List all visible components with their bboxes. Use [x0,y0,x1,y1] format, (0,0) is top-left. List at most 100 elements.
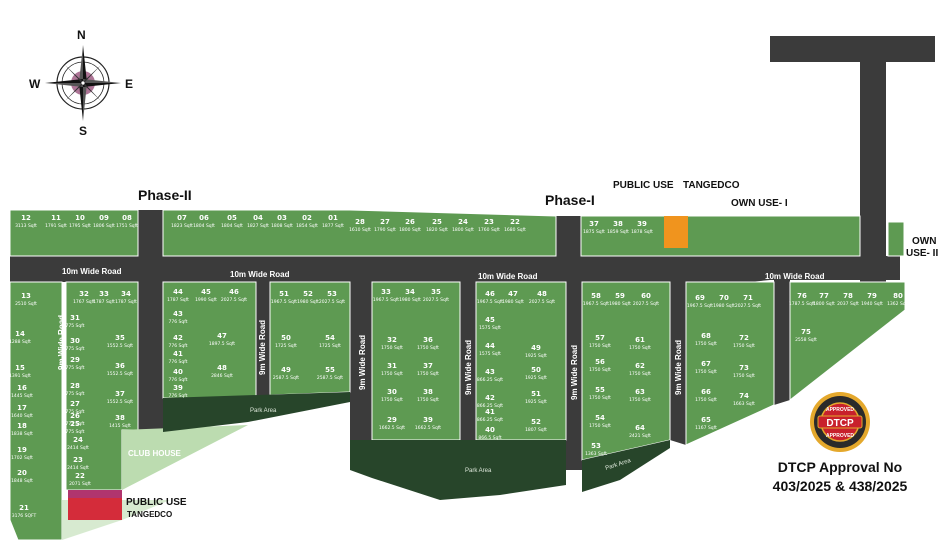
plot-top-strip-07[interactable]: 071823 Sqft [171,214,193,229]
plot-block-e-37[interactable]: 371750 Sqft [417,362,439,377]
plot-phase1-top-37[interactable]: 371875 Sqft [583,220,605,235]
plot-block-d-53[interactable]: 532027.5 Sqft [319,290,345,305]
plot-block-f-50[interactable]: 501925 Sqft [525,366,547,381]
plot-block-e-30[interactable]: 301750 Sqft [381,388,403,403]
plot-block-b-36[interactable]: 361552.5 Sqft [107,362,133,377]
plot-block-b-33[interactable]: 331787 Sqft [93,290,115,305]
plot-block-c-43[interactable]: 43776 Sqft [168,310,187,325]
plot-top-strip-12[interactable]: 123113 Sqft [15,214,37,229]
plot-block-e-29[interactable]: 291662.5 Sqft [379,416,405,431]
plot-top-strip-02[interactable]: 021854 Sqft [296,214,318,229]
plot-block-h-71[interactable]: 712027.5 Sqft [735,294,761,309]
plot-block-i-75[interactable]: 752558 Sqft [795,328,817,343]
plot-phase1-top-39[interactable]: 391878 Sqft [631,220,653,235]
plot-block-b-37[interactable]: 371552.5 Sqft [107,390,133,405]
plot-top-strip-08[interactable]: 081751 Sqft [116,214,138,229]
plot-block-d-54[interactable]: 541725 Sqft [319,334,341,349]
plot-block-f-49[interactable]: 491925 Sqft [525,344,547,359]
plot-block-f-43[interactable]: 43866.25 Sqft [477,368,503,383]
plot-block-a-18[interactable]: 181838 Sqft [11,422,33,437]
plot-block-c-45[interactable]: 451990 Sqft [195,288,217,303]
plot-block-b-29[interactable]: 29775 Sqft [65,356,84,371]
plot-block-g-53[interactable]: 531363 Sqft [585,442,607,457]
plot-block-e-39[interactable]: 391662.5 Sqft [415,416,441,431]
plot-block-h-72[interactable]: 721750 Sqft [733,334,755,349]
plot-block-b-22[interactable]: 222071 Sqft [69,472,91,487]
plot-block-f-46[interactable]: 461967.5 Sqft [477,290,503,305]
plot-block-a-20[interactable]: 201848 Sqft [11,469,33,484]
plot-block-e-33[interactable]: 331967.5 Sqft [373,288,399,303]
plot-block-g-55[interactable]: 551750 Sqft [589,386,611,401]
plot-top-strip-11[interactable]: 111791 Sqft [45,214,67,229]
plot-block-g-57[interactable]: 571750 Sqft [589,334,611,349]
plot-block-g-62[interactable]: 621750 Sqft [629,362,651,377]
plot-block-b-31[interactable]: 31775 Sqft [65,314,84,329]
plot-block-c-47[interactable]: 471897.5 Sqft [209,332,235,347]
plot-block-b-27[interactable]: 27775 Sqft [65,400,84,415]
plot-block-g-64[interactable]: 642421 Sqft [629,424,651,439]
plot-block-e-32[interactable]: 321750 Sqft [381,336,403,351]
plot-block-h-69[interactable]: 691967.5 Sqft [687,294,713,309]
plot-top-strip-10[interactable]: 101795 Sqft [69,214,91,229]
plot-block-d-49[interactable]: 492587.5 Sqft [273,366,299,381]
plot-block-e-38[interactable]: 381750 Sqft [417,388,439,403]
plot-block-c-48[interactable]: 482846 Sqft [211,364,233,379]
plot-block-h-67[interactable]: 671750 Sqft [695,360,717,375]
plot-block-b-32[interactable]: 321767 Sqft [73,290,95,305]
plot-block-g-54[interactable]: 541750 Sqft [589,414,611,429]
plot-block-a-21[interactable]: 213176 SQFT [12,504,37,519]
plot-block-d-52[interactable]: 521980 Sqft [297,290,319,305]
plot-block-c-39[interactable]: 39776 Sqft [168,384,187,399]
plot-block-a-15[interactable]: 151391 Sqft [9,364,31,379]
plot-block-c-41[interactable]: 41776 Sqft [168,350,187,365]
plot-block-h-66[interactable]: 661750 Sqft [695,388,717,403]
plot-top-strip-03[interactable]: 031808 Sqft [271,214,293,229]
plot-block-a-16[interactable]: 161445 Sqft [11,384,33,399]
plot-block-e-31[interactable]: 311750 Sqft [381,362,403,377]
plot-block-f-40[interactable]: 40866.5 Sqft [478,426,502,441]
plot-top-strip-06[interactable]: 061804 Sqft [193,214,215,229]
plot-block-b-34[interactable]: 341787 Sqft [115,290,137,305]
plot-top-strip-26[interactable]: 261800 Sqft [399,218,421,233]
plot-top-strip-28[interactable]: 281610 Sqft [349,218,371,233]
plot-block-f-41[interactable]: 41866.25 Sqft [477,408,503,423]
plot-block-b-38[interactable]: 381415 Sqft [109,414,131,429]
plot-block-a-13[interactable]: 132510 Sqft [15,292,37,307]
plot-top-strip-05[interactable]: 051804 Sqft [221,214,243,229]
plot-block-g-56[interactable]: 561750 Sqft [589,358,611,373]
plot-block-b-30[interactable]: 30775 Sqft [65,337,84,352]
plot-block-d-50[interactable]: 501725 Sqft [275,334,297,349]
plot-block-i-80[interactable]: 801362 Sqft [887,292,909,307]
plot-block-f-47[interactable]: 471980 Sqft [502,290,524,305]
plot-block-e-35[interactable]: 352027.5 Sqft [423,288,449,303]
plot-block-h-68[interactable]: 681750 Sqft [695,332,717,347]
plot-top-strip-25[interactable]: 251820 Sqft [426,218,448,233]
plot-block-c-46[interactable]: 462027.5 Sqft [221,288,247,303]
plot-block-b-25[interactable]: 25775 Sqft [65,420,84,435]
plot-top-strip-27[interactable]: 271790 Sqft [374,218,396,233]
plot-block-h-74[interactable]: 741663 Sqft [733,392,755,407]
plot-block-g-59[interactable]: 591980 Sqft [609,292,631,307]
plot-block-b-26[interactable]: 26775 Sqft [65,412,84,427]
plot-block-a-14[interactable]: 141288 Sqft [9,330,31,345]
plot-block-f-44[interactable]: 441575 Sqft [479,342,501,357]
plot-block-a-17[interactable]: 171640 Sqft [11,404,33,419]
plot-block-e-34[interactable]: 341980 Sqft [399,288,421,303]
plot-block-d-51[interactable]: 511967.5 Sqft [271,290,297,305]
plot-block-i-78[interactable]: 782037 Sqft [837,292,859,307]
plot-top-strip-01[interactable]: 011877 Sqft [322,214,344,229]
plot-block-b-28[interactable]: 28775 Sqft [65,382,84,397]
plot-block-d-55[interactable]: 552587.5 Sqft [317,366,343,381]
plot-block-e-36[interactable]: 361750 Sqft [417,336,439,351]
plot-block-i-77[interactable]: 771800 Sqft [813,292,835,307]
plot-block-g-63[interactable]: 631750 Sqft [629,388,651,403]
plot-block-i-76[interactable]: 761787.5 Sqft [789,292,815,307]
plot-block-b-23[interactable]: 232414 Sqft [67,456,89,471]
plot-block-g-60[interactable]: 602027.5 Sqft [633,292,659,307]
plot-block-g-61[interactable]: 611750 Sqft [629,336,651,351]
plot-top-strip-04[interactable]: 041827 Sqft [247,214,269,229]
plot-block-f-42[interactable]: 42866.25 Sqft [477,394,503,409]
plot-block-f-45[interactable]: 451575 Sqft [479,316,501,331]
plot-block-f-52[interactable]: 521807 Sqft [525,418,547,433]
plot-block-h-73[interactable]: 731750 Sqft [733,364,755,379]
